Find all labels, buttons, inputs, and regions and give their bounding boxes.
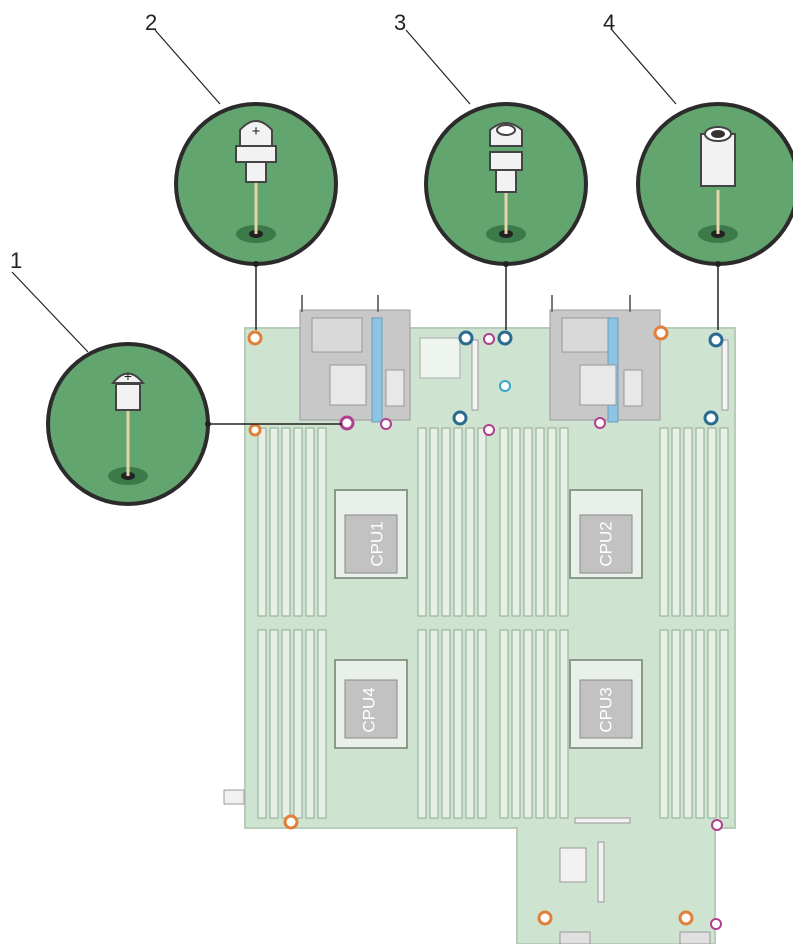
- callout-3-leader: [406, 30, 470, 104]
- magenta-screw-hole: [712, 820, 722, 830]
- blue-screw-hole: [705, 412, 717, 424]
- magenta-screw-hole: [484, 425, 494, 435]
- blue-screw-hole: [500, 381, 510, 391]
- latch-left[interactable]: [372, 318, 382, 422]
- cpu4-label: CPU4: [359, 687, 378, 732]
- blue-screw-hole: [499, 332, 511, 344]
- cpu4-socket: CPU4: [335, 660, 407, 748]
- connector-block: [420, 338, 460, 378]
- callout-1-number: 1: [10, 248, 22, 273]
- callout-4-leader: [612, 30, 676, 104]
- cpu3-label: CPU3: [596, 687, 615, 732]
- cpu3-socket: CPU3: [570, 660, 642, 748]
- blue-screw-hole: [454, 412, 466, 424]
- blue-screw-hole: [460, 332, 472, 344]
- orange-screw-hole: [285, 816, 297, 828]
- bottom-component: [560, 848, 586, 882]
- blue-screw-hole: [710, 334, 722, 346]
- svg-text:+: +: [252, 123, 261, 140]
- cpu2-socket: CPU2: [570, 490, 642, 578]
- magenta-screw-hole: [711, 919, 721, 929]
- orange-screw-hole: [655, 327, 667, 339]
- cpu1-socket: CPU1: [335, 490, 407, 578]
- callout-2-leader: [155, 30, 220, 104]
- callout-4-number: 4: [603, 10, 615, 35]
- svg-text:+: +: [124, 368, 132, 384]
- cpu1-label: CPU1: [367, 521, 386, 566]
- magenta-screw-hole: [341, 417, 353, 429]
- callout-2-number: 2: [145, 10, 157, 35]
- orange-screw-hole: [250, 425, 260, 435]
- orange-screw-hole: [539, 912, 551, 924]
- callout-1-leader: [12, 272, 88, 352]
- callout-3-number: 3: [394, 10, 406, 35]
- callout-2: 2 +: [145, 10, 336, 330]
- cpu2-label: CPU2: [596, 521, 615, 566]
- magenta-screw-hole: [381, 419, 391, 429]
- callout-4: 4: [603, 10, 793, 330]
- orange-screw-hole: [680, 912, 692, 924]
- orange-screw-hole: [249, 332, 261, 344]
- magenta-screw-hole: [595, 418, 605, 428]
- system-board: CPU1 CPU2 CPU3 CPU4: [224, 295, 735, 944]
- callout-3: 3: [394, 10, 586, 330]
- magenta-screw-hole: [484, 334, 494, 344]
